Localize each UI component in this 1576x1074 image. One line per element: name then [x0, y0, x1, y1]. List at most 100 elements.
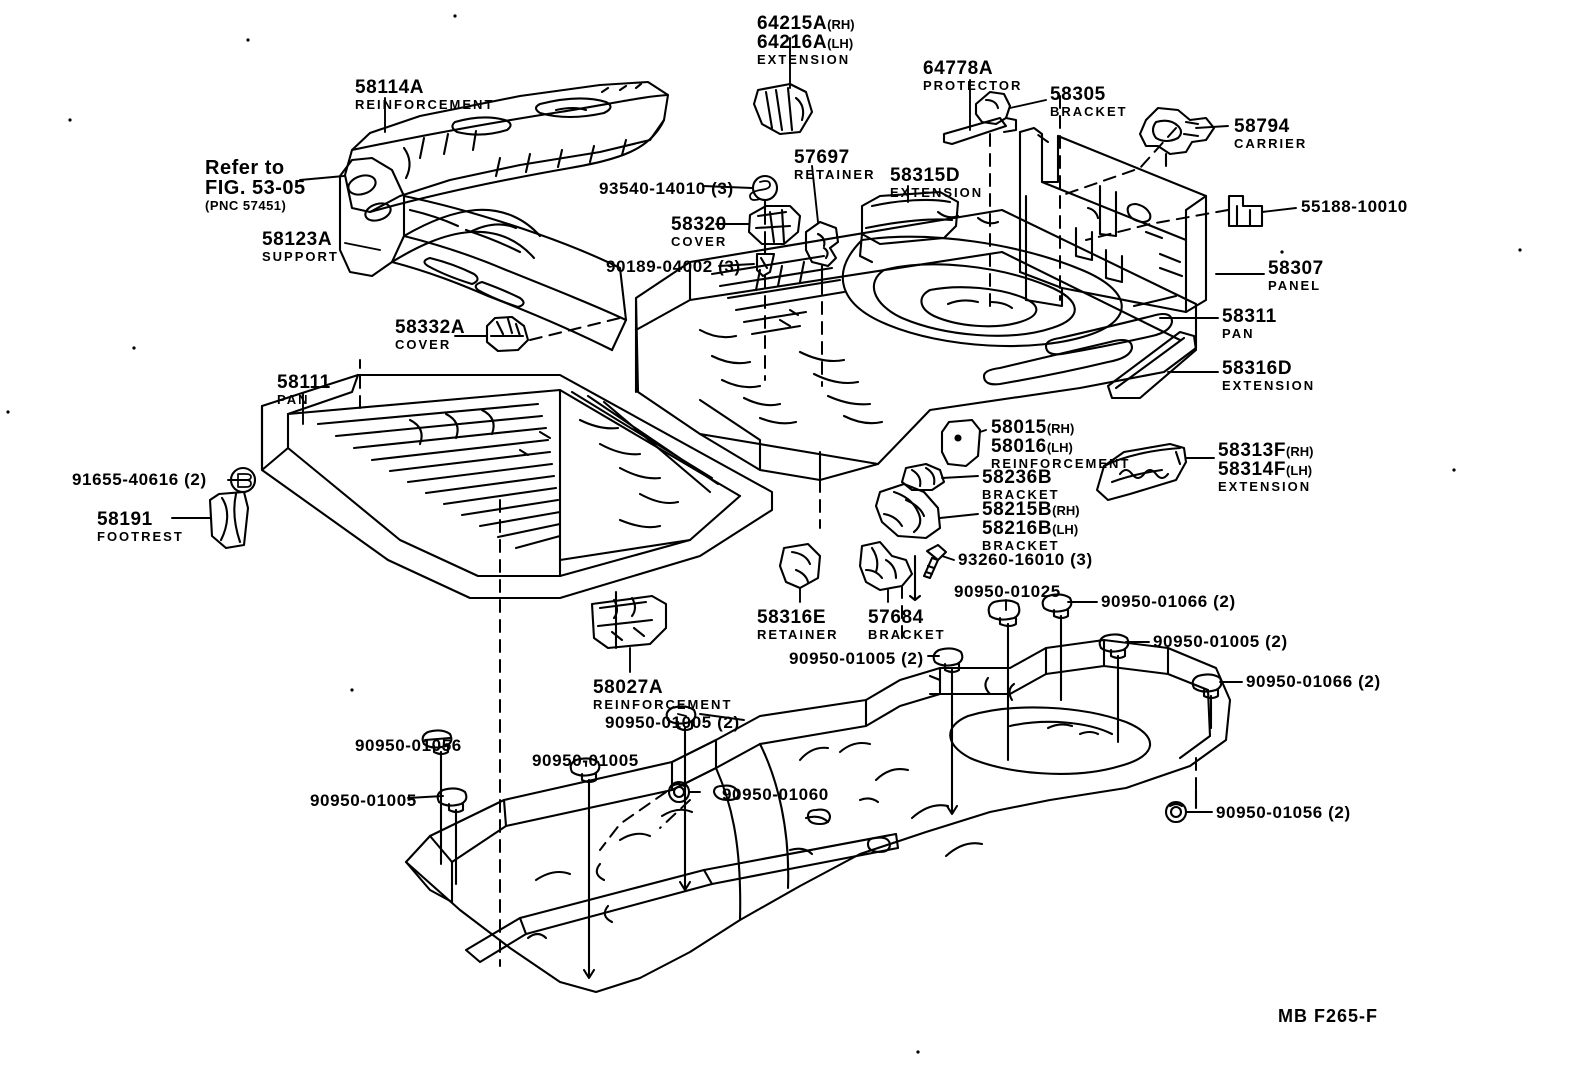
- side-marker-lh: (LH): [1052, 522, 1079, 537]
- part-description: PROTECTOR: [923, 78, 1023, 93]
- part-description: PANEL: [1268, 278, 1322, 293]
- hardware-code: 90950-01025: [954, 582, 1061, 601]
- hardware-code: 90950-01066 (2): [1101, 592, 1236, 611]
- hardware-code: 91655-40616 (2): [72, 470, 207, 489]
- part-number: 58123A: [262, 229, 333, 250]
- part-description: COVER: [671, 234, 728, 249]
- hardware-code: 90950-01056 (2): [1216, 803, 1351, 822]
- hardware-label-h-90189: 90189-04002 (3): [606, 258, 741, 276]
- side-marker-lh: (LH): [1046, 440, 1073, 455]
- part-58320-cover: [747, 204, 802, 256]
- part-58015-reinforcement: [940, 418, 982, 468]
- part-number-lh: 58016: [991, 436, 1047, 457]
- part-number: 58320: [671, 214, 727, 235]
- hardware-code: 90189-04002 (3): [606, 257, 741, 276]
- part-number: 58332A: [395, 317, 466, 338]
- part-description: PAN: [1222, 326, 1255, 341]
- hardware-code: 90950-01005 (2): [605, 713, 740, 732]
- hardware-label-h-90950-01066-b: 90950-01066 (2): [1246, 673, 1381, 691]
- part-number: 58111: [277, 372, 331, 393]
- part-number: 64778A: [923, 58, 994, 79]
- part-58307-panel: [1018, 126, 1208, 314]
- part-number: 58236B: [982, 467, 1053, 488]
- part-number-rh: 58313F: [1218, 440, 1287, 461]
- part-58236b-bracket: [900, 462, 946, 492]
- hardware-93260-bolt: [908, 543, 948, 602]
- part-label-58215b: 58215B(RH)58216B(LH)BRACKET: [982, 500, 1080, 554]
- hardware-label-h-91655: 91655-40616 (2): [72, 471, 207, 489]
- side-marker-lh: (LH): [827, 36, 854, 51]
- side-marker-rh: (RH): [1286, 444, 1314, 459]
- hardware-label-h-90950-01066-a: 90950-01066 (2): [1101, 593, 1236, 611]
- hardware-label-h-93260: 93260-16010 (3): [958, 551, 1093, 569]
- part-label-58313f: 58313F(RH)58314F(LH)EXTENSION: [1218, 441, 1313, 495]
- hardware-label-h-93540: 93540-14010 (3): [599, 180, 734, 198]
- part-description: CARRIER: [1234, 136, 1308, 151]
- hardware-label-h-90950-01005-b: 90950-01005 (2): [789, 650, 924, 668]
- hardware-code: 93260-16010 (3): [958, 550, 1093, 569]
- part-number-rh: 58015: [991, 417, 1047, 438]
- part-number-lh-row: 58216B(LH): [982, 519, 1080, 538]
- part-description: EXTENSION: [1222, 378, 1316, 393]
- part-58111-pan: [260, 373, 774, 600]
- part-64778a-protector: [942, 116, 1008, 146]
- hardware-label-h-90950-01005-c: 90950-01005 (2): [605, 714, 740, 732]
- part-number: 58794: [1234, 116, 1290, 137]
- reference-line-3: (PNC 57451): [205, 198, 287, 213]
- hardware-code: 55188-10010: [1301, 197, 1408, 216]
- part-number: 58316E: [757, 607, 827, 628]
- hardware-label-h-90950-01005-d: 90950-01005: [532, 752, 639, 770]
- hardware-91655-marker: [229, 466, 257, 494]
- part-description: BRACKET: [982, 538, 1060, 553]
- part-label-58015: 58015(RH)58016(LH)REINFORCEMENT: [991, 418, 1130, 472]
- part-description: EXTENSION: [757, 52, 851, 67]
- part-number-lh-row: 58016(LH): [991, 437, 1130, 456]
- part-number-rh-row: 64215A(RH): [757, 14, 855, 33]
- part-number-rh: 64215A: [757, 13, 828, 34]
- part-58027a-reinforcement: [590, 590, 668, 650]
- hardware-code: 90950-01005 (2): [1153, 632, 1288, 651]
- side-marker-lh: (LH): [1286, 463, 1313, 478]
- hardware-code: 90950-01005 (2): [789, 649, 924, 668]
- hardware-code: 90950-01056: [355, 736, 462, 755]
- part-58191-footrest: [208, 490, 250, 550]
- part-description: REINFORCEMENT: [593, 697, 733, 712]
- part-number: 58305: [1050, 84, 1106, 105]
- part-58215b-bracket: [874, 482, 942, 540]
- part-number-rh-row: 58215B(RH): [982, 500, 1080, 519]
- part-number-lh: 58314F: [1218, 459, 1287, 480]
- part-58315d-extension: [858, 190, 960, 264]
- part-description: BRACKET: [868, 627, 946, 642]
- hardware-code: 90950-01005: [532, 751, 639, 770]
- side-marker-rh: (RH): [827, 17, 855, 32]
- part-number: 58311: [1222, 306, 1277, 327]
- part-number: 58316D: [1222, 358, 1293, 379]
- part-number: 57684: [868, 607, 924, 628]
- part-description: EXTENSION: [890, 185, 984, 200]
- part-description: REINFORCEMENT: [355, 97, 495, 112]
- part-number-lh-row: 64216A(LH): [757, 33, 855, 52]
- part-58794-carrier: [1138, 106, 1216, 168]
- part-57684-bracket: [858, 540, 914, 592]
- hardware-code: 90950-01060: [722, 785, 829, 804]
- side-marker-rh: (RH): [1046, 421, 1075, 436]
- part-number: 58315D: [890, 165, 961, 186]
- hardware-label-h-90950-01056-b: 90950-01056 (2): [1216, 804, 1351, 822]
- part-number: 58114A: [355, 77, 425, 98]
- part-number-lh: 64216A: [757, 32, 828, 53]
- part-number-rh: 58215B: [982, 499, 1053, 520]
- hardware-label-h-90950-01005-a: 90950-01005 (2): [1153, 633, 1288, 651]
- part-number: 58307: [1268, 258, 1324, 279]
